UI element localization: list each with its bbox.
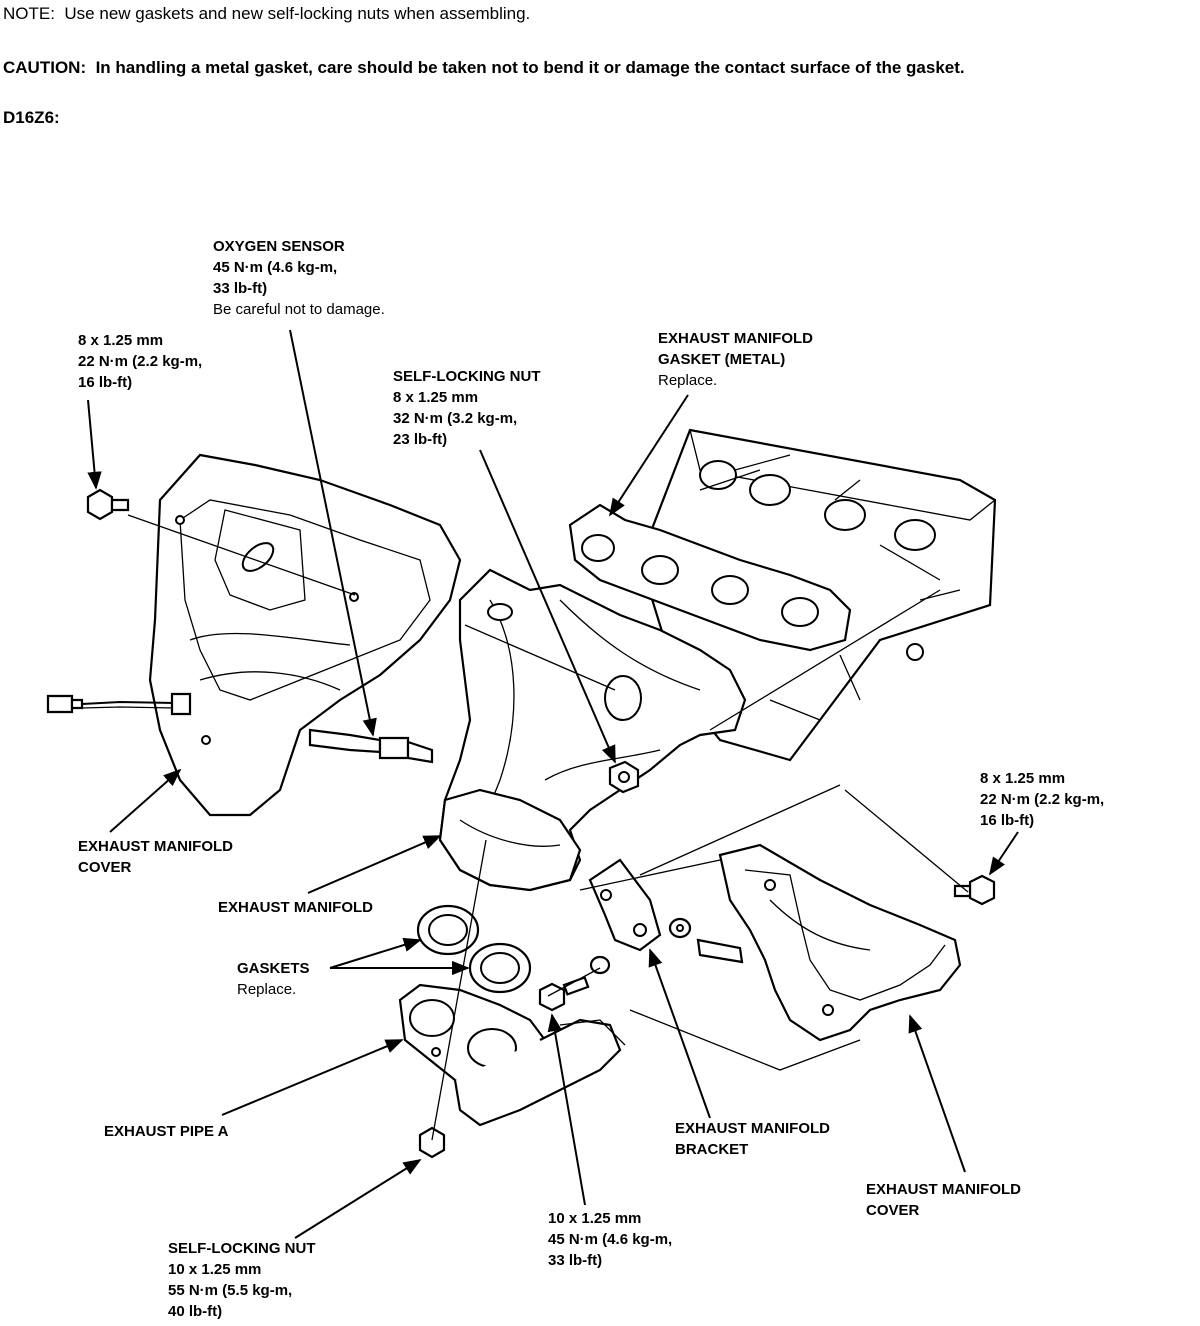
self-locking-nut-upper bbox=[610, 762, 638, 792]
nut-upper-torque-lbft: 23 lb-ft) bbox=[393, 431, 448, 448]
engine-code: D16Z6: bbox=[3, 108, 60, 127]
oxygen-sensor-note: Be careful not to damage. bbox=[213, 301, 385, 318]
bracket-bolt bbox=[540, 977, 588, 1010]
nut-lower-torque: 55 N·m (5.5 kg-m, bbox=[168, 1282, 293, 1299]
bolt-bracket-size: 10 x 1.25 mm bbox=[548, 1210, 642, 1227]
gaskets bbox=[418, 906, 530, 992]
oxygen-sensor-torque: 45 N·m (4.6 kg-m, bbox=[213, 259, 338, 276]
manifold-gasket-line2: GASKET (METAL) bbox=[658, 351, 786, 368]
manifold-gasket-line1: EXHAUST MANIFOLD bbox=[658, 330, 813, 347]
manifold-gasket-metal bbox=[570, 505, 850, 650]
exhaust-pipe-a bbox=[400, 985, 625, 1157]
bolt-right-torque: 22 N·m (2.2 kg-m, bbox=[980, 791, 1105, 808]
bolt-bracket-torque: 45 N·m (4.6 kg-m, bbox=[548, 1231, 673, 1248]
manifold-bracket-line1: EXHAUST MANIFOLD bbox=[675, 1120, 830, 1137]
bolt-left bbox=[88, 490, 128, 519]
cover-left-line2: COVER bbox=[78, 859, 132, 876]
bolt-left-torque: 22 N·m (2.2 kg-m, bbox=[78, 353, 203, 370]
exhaust-manifold bbox=[440, 570, 745, 890]
manifold-bracket-label: EXHAUST MANIFOLD BRACKET bbox=[675, 1118, 830, 1160]
oxygen-sensor-title: OXYGEN SENSOR bbox=[213, 238, 345, 255]
nut-lower-size: 10 x 1.25 mm bbox=[168, 1261, 262, 1278]
caution-text: In handling a metal gasket, care should … bbox=[95, 58, 965, 77]
note-line: NOTE: Use new gaskets and new self-locki… bbox=[3, 4, 530, 24]
exhaust-pipe-a-label: EXHAUST PIPE A bbox=[104, 1121, 228, 1142]
bolt-left-size: 8 x 1.25 mm bbox=[78, 332, 164, 349]
exhaust-manifold-cover-left bbox=[150, 455, 460, 815]
self-locking-nut-upper-label: SELF-LOCKING NUT 8 x 1.25 mm 32 N·m (3.2… bbox=[393, 366, 541, 450]
cover-right-line1: EXHAUST MANIFOLD bbox=[866, 1181, 1021, 1198]
exhaust-manifold-title: EXHAUST MANIFOLD bbox=[218, 899, 373, 916]
bolt-right-torque-lbft: 16 lb-ft) bbox=[980, 812, 1035, 829]
oxygen-sensor-torque-lbft: 33 lb-ft) bbox=[213, 280, 268, 297]
exhaust-manifold-cover-right bbox=[720, 845, 960, 1040]
bolt-bracket-label: 10 x 1.25 mm 45 N·m (4.6 kg-m, 33 lb-ft) bbox=[548, 1208, 672, 1271]
self-locking-nut-lower-label: SELF-LOCKING NUT 10 x 1.25 mm 55 N·m (5.… bbox=[168, 1238, 316, 1322]
gaskets-note: Replace. bbox=[237, 981, 297, 998]
cover-right-line2: COVER bbox=[866, 1202, 920, 1219]
bolt-right-size: 8 x 1.25 mm bbox=[980, 770, 1066, 787]
bolt-left-torque-lbft: 16 lb-ft) bbox=[78, 374, 133, 391]
cover-right-label: EXHAUST MANIFOLD COVER bbox=[866, 1179, 1021, 1221]
leader-lines bbox=[88, 330, 1018, 1238]
gaskets-title: GASKETS bbox=[237, 960, 310, 977]
note-text: Use new gaskets and new self-locking nut… bbox=[64, 4, 531, 23]
nut-upper-torque: 32 N·m (3.2 kg-m, bbox=[393, 410, 518, 427]
manifold-bracket-line2: BRACKET bbox=[675, 1141, 749, 1158]
guide-lines bbox=[128, 515, 968, 1140]
caution-line: CAUTION: In handling a metal gasket, car… bbox=[3, 58, 965, 78]
oxygen-sensor-label: OXYGEN SENSOR 45 N·m (4.6 kg-m, 33 lb-ft… bbox=[213, 236, 385, 320]
nut-upper-title: SELF-LOCKING NUT bbox=[393, 368, 541, 385]
bolt-right bbox=[955, 876, 994, 904]
bolt-right-label: 8 x 1.25 mm 22 N·m (2.2 kg-m, 16 lb-ft) bbox=[980, 768, 1104, 831]
manifold-gasket-label: EXHAUST MANIFOLD GASKET (METAL) Replace. bbox=[658, 328, 813, 391]
nut-upper-size: 8 x 1.25 mm bbox=[393, 389, 479, 406]
oxygen-sensor bbox=[48, 694, 432, 762]
cover-left-line1: EXHAUST MANIFOLD bbox=[78, 838, 233, 855]
gaskets-label: GASKETS Replace. bbox=[237, 958, 310, 1000]
bolt-left-label: 8 x 1.25 mm 22 N·m (2.2 kg-m, 16 lb-ft) bbox=[78, 330, 202, 393]
bolt-bracket-torque-lbft: 33 lb-ft) bbox=[548, 1252, 603, 1269]
exhaust-manifold-bracket bbox=[590, 860, 742, 973]
note-prefix: NOTE: bbox=[3, 4, 55, 23]
nut-lower-torque-lbft: 40 lb-ft) bbox=[168, 1303, 223, 1320]
exhaust-manifold-label: EXHAUST MANIFOLD bbox=[218, 897, 373, 918]
exhaust-pipe-a-title: EXHAUST PIPE A bbox=[104, 1123, 229, 1140]
manifold-gasket-note: Replace. bbox=[658, 372, 718, 389]
nut-lower-title: SELF-LOCKING NUT bbox=[168, 1240, 316, 1257]
cover-left-label: EXHAUST MANIFOLD COVER bbox=[78, 836, 233, 878]
caution-prefix: CAUTION: bbox=[3, 58, 87, 77]
